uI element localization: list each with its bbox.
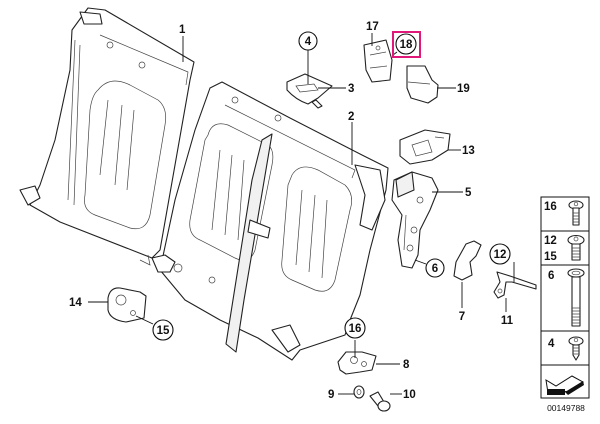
part-10-bolt[interactable] bbox=[369, 391, 391, 412]
callout-16-circle bbox=[344, 317, 366, 339]
leader-lines bbox=[88, 33, 515, 395]
part-9-washer[interactable] bbox=[353, 385, 365, 399]
callout-6-circle bbox=[425, 258, 445, 278]
part-13-release-bezel[interactable] bbox=[399, 129, 451, 165]
torx-button-screw-icon bbox=[568, 200, 584, 226]
callout-18-circle bbox=[395, 33, 417, 55]
callout-17[interactable]: 17 bbox=[366, 21, 379, 33]
callout-13[interactable]: 13 bbox=[462, 145, 475, 157]
part-17-latch-bracket[interactable] bbox=[363, 39, 393, 83]
part-1-left-backrest-frame[interactable] bbox=[19, 7, 195, 266]
callout-10[interactable]: 10 bbox=[403, 389, 416, 401]
callout-2[interactable]: 2 bbox=[348, 111, 354, 123]
callout-3[interactable]: 3 bbox=[348, 83, 354, 95]
callout-8[interactable]: 8 bbox=[403, 359, 410, 371]
self-tapping-screw-icon bbox=[568, 336, 584, 361]
part-14-hinge-bracket[interactable] bbox=[107, 287, 147, 323]
callout-16[interactable]: 16 bbox=[349, 323, 362, 335]
legend-label-4: 4 bbox=[548, 338, 555, 350]
callout-12-circle bbox=[489, 243, 511, 265]
callout-1[interactable]: 1 bbox=[179, 24, 186, 36]
legend-label-16: 16 bbox=[544, 201, 557, 213]
torx-flange-screw-icon bbox=[567, 234, 585, 261]
callout-18[interactable]: 18 bbox=[400, 39, 413, 51]
part-19-latch-cover[interactable] bbox=[406, 65, 439, 104]
callout-12[interactable]: 12 bbox=[494, 249, 507, 261]
fastener-legend: 16 12 15 6 4 bbox=[540, 196, 590, 413]
part-8-anchor-bracket[interactable] bbox=[337, 351, 377, 375]
callout-9[interactable]: 9 bbox=[328, 389, 334, 401]
part-2-right-backrest-frame[interactable] bbox=[151, 81, 389, 361]
callout-15[interactable]: 15 bbox=[157, 325, 170, 337]
document-number: 00149788 bbox=[547, 403, 585, 413]
countersunk-bolt-icon bbox=[567, 268, 585, 327]
part-5-lock-mechanism[interactable] bbox=[391, 171, 439, 269]
legend-label-6: 6 bbox=[548, 270, 554, 282]
callout-11[interactable]: 11 bbox=[501, 315, 514, 327]
callout-6[interactable]: 6 bbox=[432, 263, 438, 275]
callout-19[interactable]: 19 bbox=[457, 83, 470, 95]
callout-4-circle bbox=[298, 31, 318, 51]
part-11-pin-with-tab[interactable] bbox=[493, 271, 537, 299]
callout-14[interactable]: 14 bbox=[69, 297, 82, 309]
forward-direction-arrow-icon bbox=[545, 375, 584, 395]
callout-18-highlight-box bbox=[392, 31, 421, 58]
callouts: 1 2 3 4 5 6 7 8 9 10 11 12 13 14 15 16 1… bbox=[69, 21, 514, 401]
part-7-trim-clip[interactable] bbox=[453, 240, 482, 281]
callout-15-circle bbox=[152, 319, 174, 341]
callout-4[interactable]: 4 bbox=[305, 36, 312, 48]
callout-5[interactable]: 5 bbox=[465, 187, 472, 199]
callout-7[interactable]: 7 bbox=[459, 311, 465, 323]
legend-label-12: 12 bbox=[544, 235, 557, 247]
legend-label-15: 15 bbox=[544, 251, 557, 263]
part-3-cover-cap[interactable] bbox=[286, 73, 333, 109]
